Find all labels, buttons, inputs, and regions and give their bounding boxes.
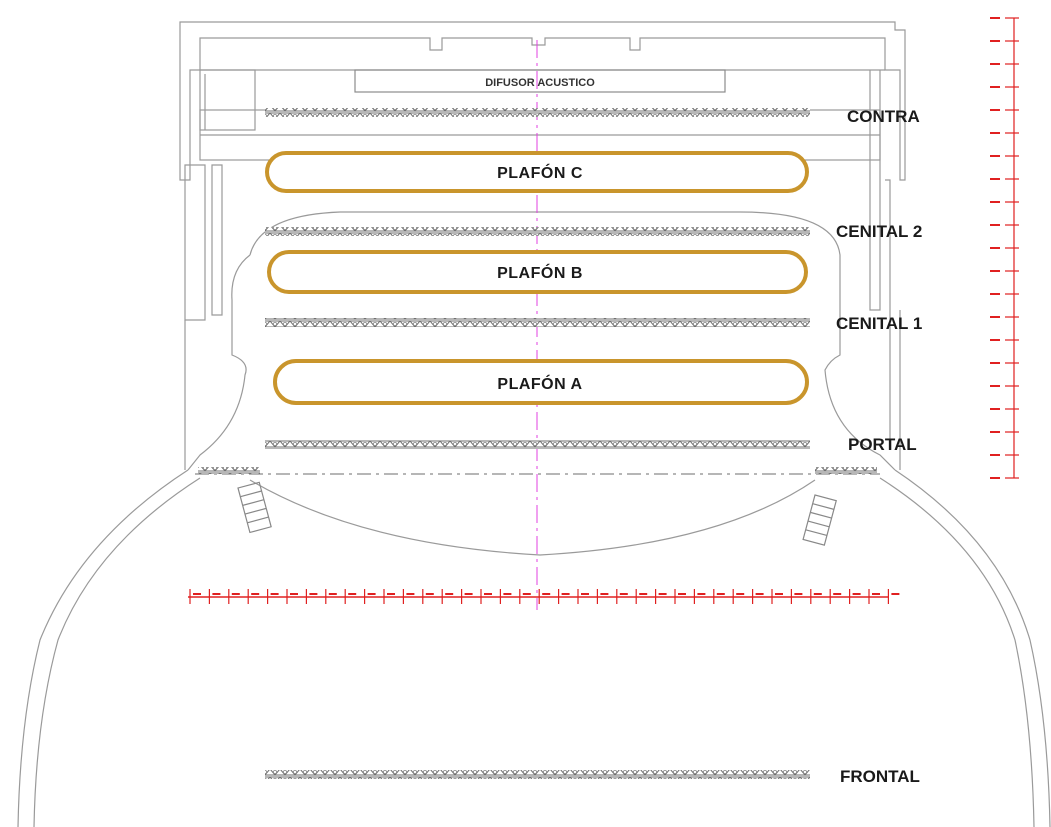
- auditorium-wall-right: [894, 469, 1051, 827]
- truss-batten-portal[interactable]: PORTAL: [265, 435, 917, 454]
- scale-ruler-icon: [188, 589, 900, 604]
- truss-bar[interactable]: [265, 318, 810, 327]
- truss-batten-cenital-2[interactable]: CENITAL 2: [265, 222, 922, 241]
- truss-batten-contra[interactable]: CONTRA: [265, 107, 920, 126]
- stairs-icon: [802, 494, 837, 546]
- line-label-frontal: FRONTAL: [840, 767, 920, 786]
- plafon-outline[interactable]: [273, 359, 809, 405]
- side-truss-right: [815, 467, 877, 474]
- truss-bar[interactable]: [265, 227, 810, 236]
- plafon-label: PLAFÓN B: [497, 263, 583, 282]
- truss-batten-frontal[interactable]: FRONTAL: [265, 767, 920, 786]
- auditorium-wall-left: [17, 469, 189, 827]
- plafon-outline[interactable]: [267, 250, 808, 294]
- truss-bar[interactable]: [265, 440, 810, 449]
- stage-outline: [187, 211, 896, 471]
- stage-apron: [249, 479, 816, 556]
- auditorium-wall-left-inner: [33, 477, 201, 827]
- line-label-contra: CONTRA: [847, 107, 920, 126]
- side-truss-left: [198, 467, 260, 474]
- truss-batten-cenital-1[interactable]: CENITAL 1: [265, 314, 922, 333]
- plafon-b[interactable]: PLAFÓN B: [267, 250, 808, 294]
- diffuser-label: DIFUSOR ACUSTICO: [485, 77, 595, 89]
- scale-ruler-icon: [990, 17, 1019, 479]
- stairs-icon: [237, 481, 272, 534]
- plafon-c[interactable]: PLAFÓN C: [265, 151, 809, 193]
- line-label-cenital-1: CENITAL 1: [836, 314, 922, 333]
- auditorium-wall-right-inner: [879, 477, 1035, 827]
- truss-bar[interactable]: [265, 108, 810, 117]
- plafon-label: PLAFÓN C: [497, 163, 583, 182]
- line-label-portal: PORTAL: [848, 435, 917, 454]
- plafon-outline[interactable]: [265, 151, 809, 193]
- plafon-label: PLAFÓN A: [497, 374, 582, 393]
- plafon-a[interactable]: PLAFÓN A: [273, 359, 809, 405]
- acoustic-diffuser: [354, 69, 726, 93]
- truss-bar[interactable]: [265, 770, 810, 779]
- venue-architecture: [17, 21, 1051, 827]
- line-label-cenital-2: CENITAL 2: [836, 222, 922, 241]
